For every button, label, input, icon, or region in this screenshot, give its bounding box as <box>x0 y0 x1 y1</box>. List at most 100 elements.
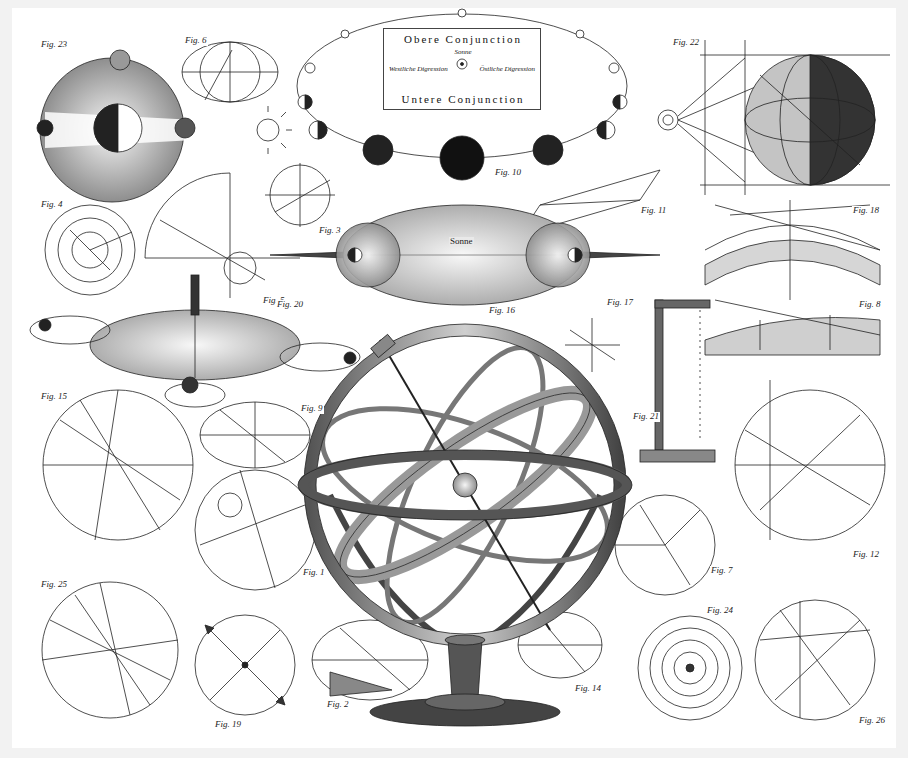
armillary-sphere-part <box>319 366 611 604</box>
fig10-venus-phases-part <box>597 121 615 139</box>
figure-number: Fig. 9 <box>300 404 324 414</box>
fig21-stand-part <box>655 300 663 450</box>
fig23-eclipse-part <box>45 112 268 148</box>
armillary-sphere-part <box>445 635 485 645</box>
fig5-quadrant-part <box>145 258 300 259</box>
fig15-circle-part <box>43 390 193 540</box>
fig24-orbits-part <box>686 664 694 672</box>
position-name: Westliche Digression <box>388 66 449 74</box>
fig20-saturn-orbit-part <box>280 343 360 371</box>
fig16-zodiacal-light-part <box>348 248 355 262</box>
armillary-sphere-part <box>425 694 505 710</box>
fig23-eclipse <box>37 50 292 202</box>
fig1-circle-part <box>195 470 315 590</box>
fig20-saturn-orbit-part <box>344 352 356 364</box>
fig10-venus-phases-part <box>363 135 393 165</box>
fig10-venus-phases-part <box>613 95 620 109</box>
figure-number: Fig. 22 <box>672 38 700 48</box>
fig9-ellipse <box>200 402 310 468</box>
fig20-saturn-orbit <box>30 275 360 407</box>
figure-number: Fig. 26 <box>858 716 886 726</box>
fig26-circle <box>755 600 875 720</box>
figure-number: Fig. 24 <box>706 606 734 616</box>
figure-number: Fig. 3 <box>318 226 342 236</box>
fig19-circle-part <box>210 630 280 700</box>
fig7-circle-part <box>640 505 690 585</box>
figure-number: Fig. 14 <box>574 684 602 694</box>
fig7-circle-part <box>615 495 715 595</box>
fig19-circle-part <box>210 630 280 700</box>
armillary-sphere-part <box>453 473 477 497</box>
figure-number: Fig. 2 <box>326 700 350 710</box>
fig9-ellipse-part <box>220 410 285 462</box>
fig24-orbits-part <box>650 628 730 708</box>
fig12-circle-part <box>735 390 885 540</box>
fig20-saturn-orbit-part <box>191 275 199 315</box>
fig21-stand-part <box>640 450 715 462</box>
armillary-sphere-part <box>448 640 482 698</box>
fig10-venus-phases-part <box>298 95 312 109</box>
fig19-circle-part <box>205 625 214 634</box>
figure-number: Fig. 20 <box>276 300 304 310</box>
fig15-circle-part <box>43 465 193 466</box>
fig10-venus-phases-part <box>533 135 563 165</box>
fig16-zodiacal-light-part <box>526 223 590 287</box>
conjunction-title: Obere Conjunction <box>403 33 523 45</box>
figure-number: Fig. 10 <box>494 168 522 178</box>
fig22-globe-part <box>700 55 890 56</box>
fig19-circle-part <box>276 696 285 705</box>
fig12-circle-part <box>735 465 885 466</box>
fig23-eclipse-part <box>281 143 286 148</box>
fig22-globe-part <box>678 58 745 116</box>
figure-number: Fig. 12 <box>852 550 880 560</box>
fig4-circles-part <box>45 205 135 295</box>
fig20-saturn-orbit-part <box>39 319 51 331</box>
fig1-circle <box>195 470 315 590</box>
fig11-parallelogram-part <box>540 200 640 205</box>
fig16-zodiacal-light-part <box>336 223 400 287</box>
fig2-ellipse-part <box>312 660 428 661</box>
armillary-sphere-part <box>310 330 620 640</box>
fig15-circle <box>43 390 193 540</box>
fig25-circle <box>42 582 178 718</box>
fig10-venus-phases-part <box>609 63 619 73</box>
page-ground-part <box>12 8 896 748</box>
fig5-quadrant <box>145 173 300 298</box>
conjunction-title: Untere Conjunction <box>400 93 525 105</box>
fig23-eclipse-part <box>94 104 118 152</box>
fig4-circles-part <box>90 232 132 250</box>
fig20-saturn-orbit-part <box>182 377 198 393</box>
fig10-venus-phases-part <box>318 121 327 139</box>
fig5-quadrant-part <box>224 252 256 284</box>
fig26-circle-part <box>755 600 875 720</box>
fig10-venus-phases-part <box>458 9 466 17</box>
armillary-sphere-part <box>303 455 627 515</box>
fig4-circles-part <box>58 218 122 282</box>
fig18-refraction-part <box>715 205 880 250</box>
fig12-circle-part <box>770 380 771 540</box>
fig10-venus-phases-part <box>457 59 467 69</box>
fig10-venus-phases <box>297 9 627 180</box>
fig9-ellipse-part <box>255 402 256 468</box>
fig3-circle-part <box>300 163 301 227</box>
fig7-circle <box>615 495 715 595</box>
fig23-eclipse-part <box>175 118 195 138</box>
fig12-circle-part <box>745 430 870 505</box>
figure-number: Fig. 6 <box>184 36 208 46</box>
fig23-eclipse-part <box>268 106 269 112</box>
fig10-venus-phases-part <box>309 121 327 139</box>
figure-number: Fig. 23 <box>40 40 68 50</box>
figure-number: Fig. 19 <box>214 720 242 730</box>
figure-number: Fig. 18 <box>852 206 880 216</box>
fig22-globe-part <box>658 110 678 130</box>
fig22-globe-part <box>745 55 875 185</box>
fig17-cross-part <box>570 330 615 360</box>
fig21-stand <box>640 300 715 462</box>
figure-number: Fig. 1 <box>302 568 326 578</box>
fig4-circles <box>45 205 135 295</box>
fig21-stand-part <box>655 300 710 308</box>
fig16-zodiacal-light-part <box>568 248 582 262</box>
armillary-sphere-part <box>298 450 632 520</box>
